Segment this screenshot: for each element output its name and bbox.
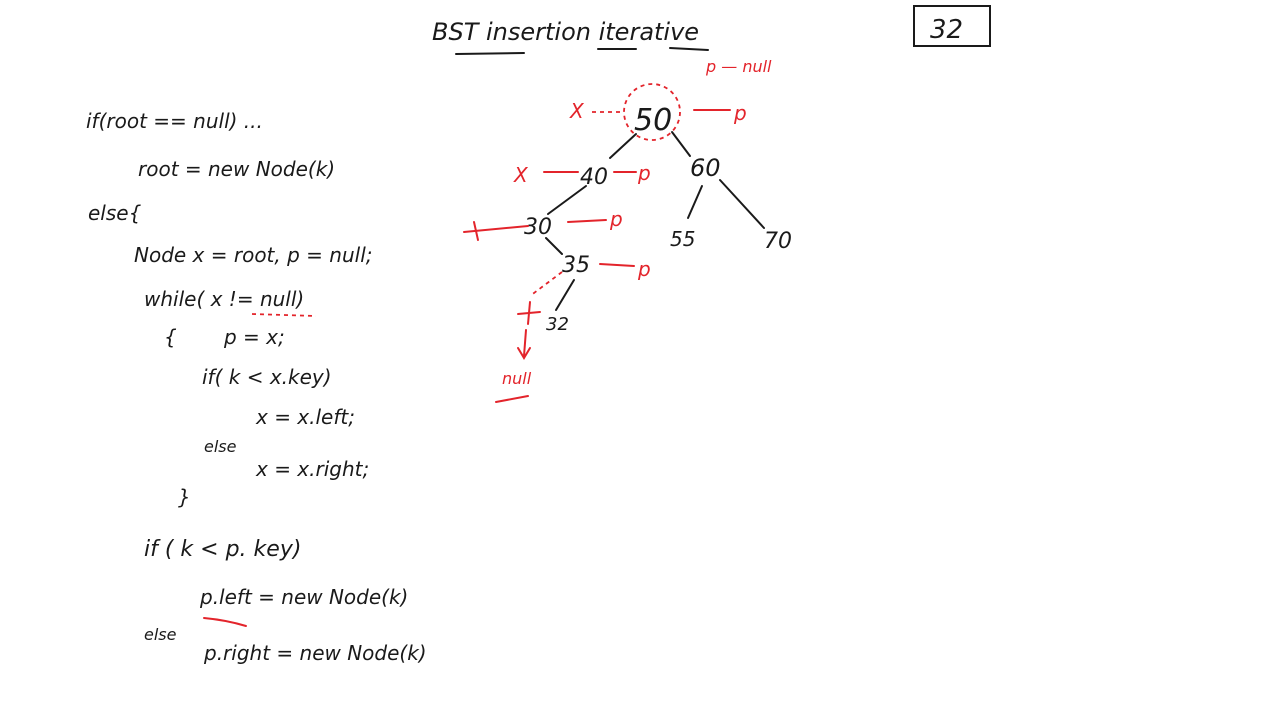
edge-35-32	[555, 279, 575, 311]
input-value-text: 32	[930, 15, 963, 45]
code-line-3: else{	[88, 201, 142, 225]
tree-node-55: 55	[670, 227, 695, 251]
code-line-2: root = new Node(k)	[138, 157, 335, 181]
title-underline-3	[669, 47, 709, 51]
code-line-4: Node x = root, p = null;	[134, 243, 373, 267]
title-underline-1	[455, 52, 525, 55]
null-underline	[495, 395, 529, 403]
code-line-1: if(root == null) ...	[86, 109, 263, 133]
page-title: BST insertion iterative	[432, 18, 699, 46]
edge-60-70	[719, 179, 765, 229]
annotation-p-40: p	[637, 161, 651, 185]
pointer-left-30-cross	[473, 221, 479, 241]
pointer-to-null	[517, 329, 531, 360]
root-highlight-circle	[623, 83, 681, 141]
code-line-8: if( k < x.key)	[202, 365, 332, 389]
tree-node-50: 50	[634, 103, 672, 138]
highlight-underline	[203, 617, 247, 627]
edge-50-40	[609, 133, 637, 159]
edge-30-35	[545, 237, 563, 255]
code-line-6: {	[164, 325, 177, 349]
pointer-p-35	[599, 263, 635, 267]
annotation-p-root: p	[733, 101, 747, 125]
annotation-x-40: X	[513, 163, 529, 187]
annotation-p-30: p	[609, 207, 623, 231]
edge-60-55	[687, 185, 703, 219]
tree-node-60: 60	[690, 154, 721, 182]
code-line-13: if ( k < p. key)	[144, 537, 301, 562]
code-line-5: while( x != null)	[144, 287, 304, 311]
pointer-p-30	[567, 219, 607, 223]
tree-node-70: 70	[764, 229, 792, 254]
code-line-10: else	[204, 437, 237, 456]
annotation-null: null	[502, 369, 532, 388]
input-value-box	[913, 5, 991, 47]
tree-node-30: 30	[524, 215, 552, 240]
pointer-left-30	[463, 225, 529, 233]
dotted-underline	[251, 313, 317, 317]
annotation-p-null: p — null	[705, 57, 772, 76]
annotation-p-35: p	[637, 257, 651, 281]
null-cross-mark	[517, 301, 541, 325]
edge-35-left-dashed	[529, 271, 563, 297]
tree-node-35: 35	[562, 253, 590, 278]
code-line-14: p.left = new Node(k)	[199, 585, 408, 609]
tree-node-32: 32	[546, 314, 569, 335]
code-line-12: }	[178, 485, 191, 509]
code-line-16: p.right = new Node(k)	[203, 641, 427, 665]
edge-40-30	[547, 185, 587, 215]
tree-node-40: 40	[580, 165, 608, 190]
code-line-11: x = x.right;	[255, 457, 369, 481]
edge-50-60	[671, 131, 691, 157]
annotation-x-root: X	[569, 99, 585, 123]
code-line-15: else	[144, 625, 177, 644]
code-line-7: p = x;	[223, 325, 285, 349]
code-line-9: x = x.left;	[255, 405, 355, 429]
